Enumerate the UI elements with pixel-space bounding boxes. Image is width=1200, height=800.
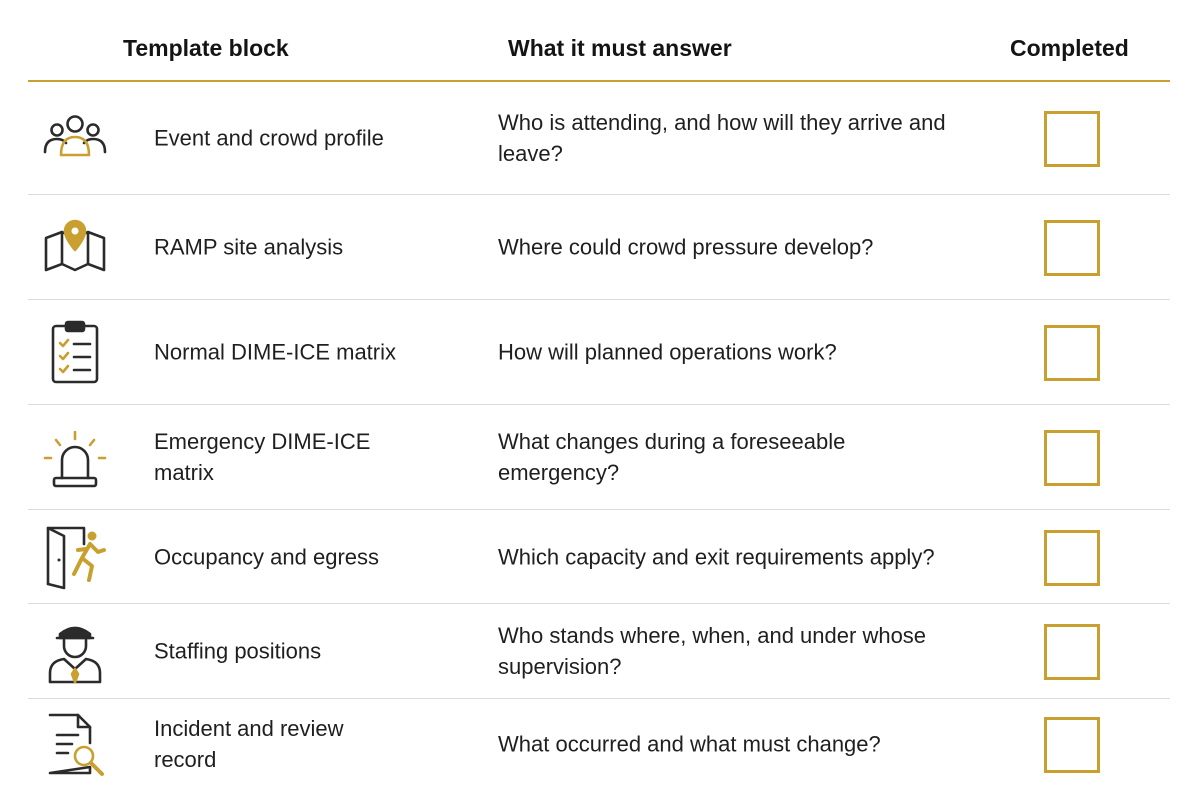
crowd-icon: [40, 103, 110, 173]
table-row: Event and crowd profile Who is attending…: [28, 82, 1170, 195]
completed-checkbox[interactable]: [1044, 325, 1100, 381]
template-block-label: Emergency DIME-ICE matrix: [154, 429, 371, 485]
completed-checkbox[interactable]: [1044, 624, 1100, 680]
header-what-it-must-answer: What it must answer: [508, 35, 732, 61]
table-row: Normal DIME-ICE matrix How will planned …: [28, 300, 1170, 405]
template-block-label: Incident and review record: [154, 716, 344, 772]
template-block-label: Event and crowd profile: [154, 125, 384, 151]
completed-checkbox[interactable]: [1044, 430, 1100, 486]
question-text: How will planned operations work?: [498, 339, 837, 365]
table-row: Emergency DIME-ICE matrix What changes d…: [28, 405, 1170, 510]
question-text: Who stands where, when, and under whose …: [498, 623, 927, 679]
map-pin-icon: [40, 212, 110, 282]
completed-checkbox[interactable]: [1044, 111, 1100, 167]
clipboard-checklist-icon: [40, 317, 110, 387]
table-row: Incident and review record What occurred…: [28, 699, 1170, 789]
table-row: Staffing positions Who stands where, whe…: [28, 604, 1170, 699]
alarm-light-icon: [40, 422, 110, 492]
template-block-label: Normal DIME-ICE matrix: [154, 339, 397, 365]
completed-checkbox[interactable]: [1044, 220, 1100, 276]
table-header: Template block What it must answer Compl…: [28, 0, 1170, 82]
header-completed: Completed: [1010, 35, 1129, 61]
table-body: Event and crowd profile Who is attending…: [28, 82, 1170, 789]
template-block-label: Occupancy and egress: [154, 544, 380, 569]
document-search-icon: [40, 709, 110, 779]
header-template-block: Template block: [123, 35, 289, 61]
question-text: What occurred and what must change?: [498, 731, 881, 757]
question-text: What changes during a foreseeable emerge…: [498, 429, 846, 485]
template-block-label: RAMP site analysis: [154, 234, 344, 260]
question-text: Where could crowd pressure develop?: [498, 234, 874, 260]
table-row: RAMP site analysis Where could crowd pre…: [28, 195, 1170, 300]
table-row: Occupancy and egress Which capacity and …: [28, 510, 1170, 604]
question-text: Who is attending, and how will they arri…: [498, 110, 946, 166]
question-text: Which capacity and exit requirements app…: [498, 544, 935, 569]
completed-checkbox[interactable]: [1044, 717, 1100, 773]
security-officer-icon: [40, 616, 110, 686]
template-block-label: Staffing positions: [154, 638, 322, 664]
exit-door-icon: [40, 522, 110, 592]
completed-checkbox[interactable]: [1044, 529, 1100, 586]
